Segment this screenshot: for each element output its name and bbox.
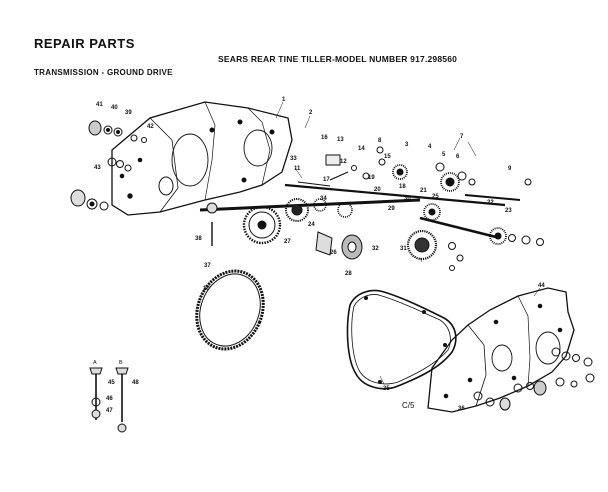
part-label: 33	[290, 156, 297, 162]
model-number-line: SEARS REAR TINE TILLER-MODEL NUMBER 917.…	[218, 54, 458, 64]
part-label: 35	[383, 386, 390, 392]
part-label: 40	[111, 105, 118, 111]
part-label: 44	[538, 283, 545, 289]
part-label: 8	[378, 138, 382, 144]
variant-label-a: A	[93, 360, 97, 366]
part-label: 23	[505, 208, 512, 214]
part-label: 13	[337, 137, 344, 143]
part-label: 14	[358, 146, 365, 152]
part-label: 25	[432, 194, 439, 200]
part-label: 43	[94, 165, 101, 171]
part-label: 19	[368, 175, 375, 181]
drive-belt	[195, 269, 265, 351]
bolt-b	[115, 367, 129, 433]
part-label: 1	[282, 97, 286, 103]
part-label: 47	[106, 408, 113, 414]
gear-27	[285, 198, 309, 222]
part-label: 4	[428, 144, 432, 150]
part-label: 16	[321, 135, 328, 141]
part-label: 21	[420, 188, 427, 194]
part-label: 27	[284, 239, 291, 245]
part-label: 15	[384, 154, 391, 160]
left-bearing-stack	[70, 120, 147, 211]
part-label: 37	[204, 263, 211, 269]
part-label: 46	[106, 396, 113, 402]
bolt-a	[89, 367, 103, 420]
leader-lines	[275, 101, 541, 385]
part-label: 12	[340, 159, 347, 165]
figure-code: C/5	[402, 401, 415, 410]
part-label: 39	[125, 110, 132, 116]
part-label: 17	[323, 177, 330, 183]
right-bearing-stack	[473, 347, 595, 411]
gear-31	[406, 229, 438, 261]
part-label: 30	[404, 196, 411, 202]
part-label: 45	[108, 380, 115, 386]
part-label: 18	[399, 184, 406, 190]
part-label: 34	[320, 196, 327, 202]
part-label: 7	[460, 134, 464, 140]
gasket	[346, 289, 457, 390]
part-label: 36	[458, 406, 465, 412]
part-label: 3	[405, 142, 409, 148]
part-label: 31	[400, 246, 407, 252]
part-label: 10	[203, 286, 210, 292]
part-label: 9	[508, 166, 512, 172]
left-transmission-housing	[111, 101, 293, 216]
part-label: 29	[388, 206, 395, 212]
part-label: 11	[294, 166, 301, 172]
part-label: 22	[487, 200, 494, 206]
page-title: REPAIR PARTS	[34, 36, 135, 51]
spacer-drum	[315, 231, 363, 260]
part-number-labels: 1 2 3 4 5 6 7 8 9 10 11 12 13 14 15 16 1…	[93, 97, 545, 414]
ring-gear-large	[242, 205, 282, 245]
part-label: 41	[96, 102, 103, 108]
part-label: 20	[374, 187, 381, 193]
section-title: TRANSMISSION - GROUND DRIVE	[34, 68, 173, 77]
part-label: 28	[345, 271, 352, 277]
variant-label-b: B	[119, 360, 123, 366]
part-label: 42	[147, 124, 154, 130]
part-label: 26	[330, 250, 337, 256]
part-label: 24	[308, 222, 315, 228]
part-label: 38	[195, 236, 202, 242]
part-label: 32	[372, 246, 379, 252]
part-label: 2	[309, 110, 313, 116]
drive-shafts	[199, 183, 521, 240]
right-transmission-housing	[427, 287, 575, 413]
part-label: 48	[132, 380, 139, 386]
small-hardware	[206, 146, 544, 271]
part-label: 5	[442, 152, 446, 158]
part-label: 6	[456, 154, 460, 160]
gear-cluster-upper	[313, 164, 507, 245]
